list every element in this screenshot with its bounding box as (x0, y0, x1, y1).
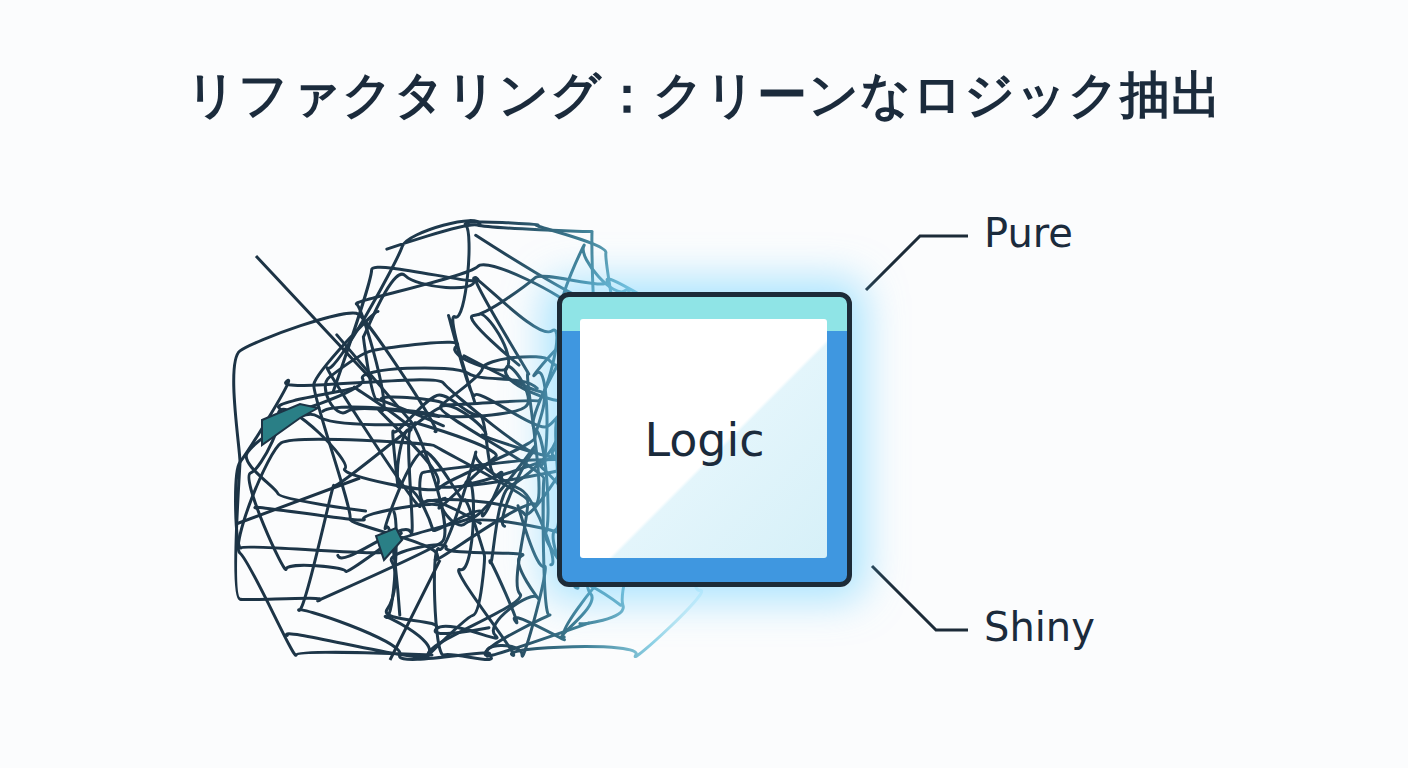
title: リファクタリング：クリーンなロジック抽出 (0, 62, 1408, 129)
tangle-stroke (234, 313, 445, 601)
stray-line (390, 560, 440, 660)
leader-line (866, 236, 968, 290)
callout-label: Shiny (984, 604, 1095, 650)
leader-line (872, 566, 968, 630)
ribbon-end (262, 404, 318, 445)
tangle-stroke (249, 387, 412, 571)
stray-line (236, 478, 360, 524)
ribbon-end (376, 528, 402, 560)
logic-box: Logic (557, 292, 852, 587)
stray-line (256, 256, 372, 380)
node-label: Logic (644, 413, 764, 467)
tangle-stroke (236, 380, 537, 553)
callout-label: Pure (984, 210, 1073, 256)
